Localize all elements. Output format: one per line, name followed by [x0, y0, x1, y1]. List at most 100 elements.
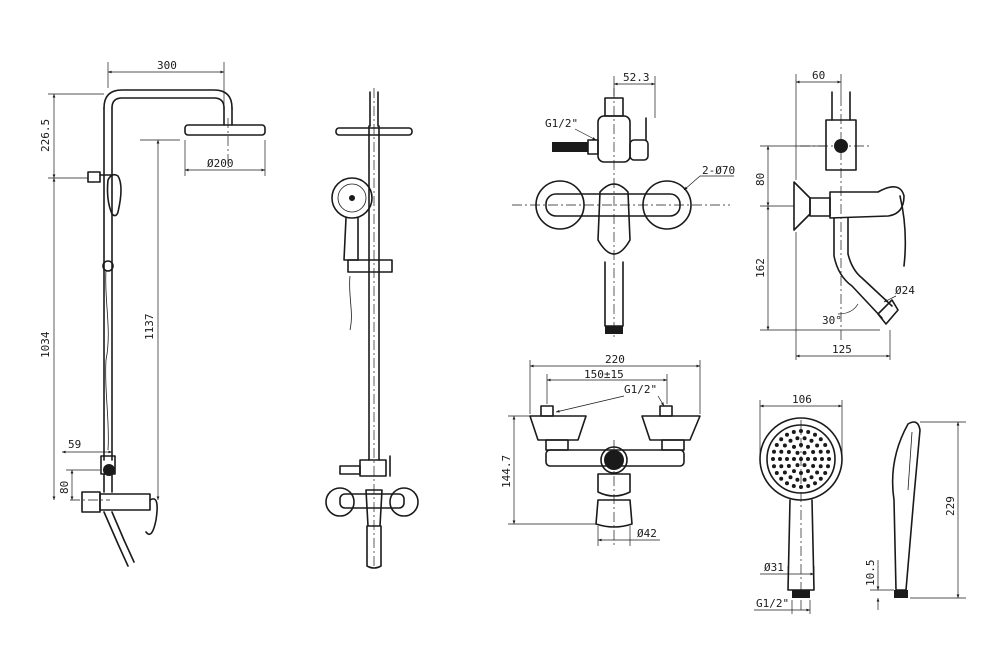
- nozzle-dot: [785, 432, 789, 437]
- nozzle-dot: [827, 457, 831, 461]
- dim-162: 162: [754, 258, 767, 278]
- label-thread-hand-shower: G1/2": [756, 597, 789, 610]
- nozzle-dot: [818, 437, 823, 442]
- dim-59: 59: [68, 438, 81, 451]
- nozzle-dot: [795, 463, 800, 468]
- nozzle-dot: [802, 463, 807, 468]
- nozzle-dot: [806, 469, 810, 474]
- nozzle-dot: [818, 476, 823, 481]
- nozzle-dot: [799, 457, 803, 461]
- nozzle-dot: [815, 443, 820, 448]
- nozzle-dot: [826, 464, 830, 469]
- nozzle-dot: [788, 438, 793, 443]
- dim-1137: 1137: [143, 314, 156, 341]
- nozzle-dot: [809, 475, 814, 480]
- nozzle-dot: [779, 437, 784, 442]
- nozzle-dot: [791, 430, 796, 434]
- nozzle-dot: [815, 470, 820, 475]
- nozzle-dot: [818, 449, 823, 454]
- dim-60: 60: [812, 69, 825, 82]
- nozzle-dot: [788, 475, 793, 480]
- mixer-side-dimensions: 60 80 162 Ø24 30° 125: [754, 69, 915, 360]
- nozzle-dot: [802, 436, 807, 441]
- mixer-side-view: [793, 91, 907, 340]
- dim-125: 125: [832, 343, 852, 356]
- nozzle-dot: [772, 449, 776, 454]
- nozzle-dot: [792, 457, 796, 461]
- dim-106: 106: [792, 393, 812, 406]
- nozzle-dot: [799, 443, 803, 447]
- nozzle-dot: [795, 477, 800, 482]
- nozzle-dot: [774, 443, 779, 447]
- nozzle-dot: [772, 464, 776, 469]
- dim-229: 229: [944, 496, 957, 516]
- dim-spout-dia: Ø24: [895, 284, 915, 297]
- nozzle-dot: [782, 470, 787, 475]
- nozzle-dot: [802, 450, 807, 455]
- nozzle-dot: [771, 457, 775, 461]
- mixer-top-view: [529, 405, 701, 548]
- front-view-shower-column: [325, 88, 419, 569]
- dim-42: Ø42: [637, 527, 657, 540]
- nozzle-dot: [799, 429, 803, 433]
- dim-300: 300: [157, 59, 177, 72]
- nozzle-dot: [813, 432, 817, 437]
- hand-shower-front-dimensions: 106 Ø31 G1/2": [754, 393, 843, 614]
- nozzle-dot: [823, 471, 828, 475]
- mixer-front-view: [512, 88, 730, 340]
- label-inlet-thread-top: G1/2": [545, 117, 578, 130]
- nozzle-dot: [811, 450, 816, 454]
- mixer-top-dimensions: 220 150±15 G1/2" 144.7 Ø42: [500, 353, 701, 546]
- dim-1034: 1034: [39, 331, 52, 358]
- side-view-dimensions: 300 226.5 Ø200 1137 1034 59 80: [39, 59, 266, 500]
- dim-30-deg: 30°: [822, 314, 842, 327]
- dim-31: Ø31: [764, 561, 784, 574]
- nozzle-dot: [799, 471, 803, 475]
- nozzle-dot: [795, 450, 800, 455]
- dim-226-5: 226.5: [39, 119, 52, 152]
- nozzle-dot: [795, 436, 800, 441]
- nozzle-dot: [806, 457, 810, 461]
- nozzle-dot: [806, 444, 810, 449]
- dim-80-left: 80: [58, 481, 71, 494]
- nozzle-dot: [786, 464, 791, 468]
- nozzle-dot: [782, 443, 787, 448]
- dim-10-5: 10.5: [864, 560, 877, 587]
- nozzle-dot: [774, 471, 779, 475]
- hand-shower-side-dimensions: 229 10.5: [864, 421, 966, 610]
- nozzle-dot: [802, 477, 807, 482]
- nozzle-dot: [820, 457, 824, 461]
- hand-shower-side-view: [891, 421, 921, 598]
- nozzle-dot: [785, 457, 789, 461]
- label-inlet-thread-bottom: G1/2": [624, 383, 657, 396]
- nozzle-dot: [791, 484, 796, 488]
- nozzle-dot: [779, 449, 784, 454]
- nozzle-dot: [818, 464, 823, 469]
- nozzle-dot: [779, 464, 784, 469]
- hand-shower-front-view: [759, 417, 843, 610]
- nozzle-dot: [779, 476, 784, 481]
- nozzle-dot: [806, 430, 811, 434]
- nozzle-dot: [792, 469, 796, 474]
- dim-52-3: 52.3: [623, 71, 650, 84]
- nozzle-dot: [823, 443, 828, 447]
- nozzle-dot: [799, 485, 803, 489]
- nozzle-dot: [778, 457, 782, 461]
- dim-150-15: 150±15: [584, 368, 624, 381]
- nozzle-dot: [786, 450, 791, 454]
- nozzle-dot: [792, 444, 796, 449]
- nozzle-dot: [809, 438, 814, 443]
- dim-80-right: 80: [754, 173, 767, 186]
- side-view-shower-column: [70, 89, 266, 567]
- dim-head-dia: Ø200: [207, 157, 234, 170]
- nozzle-dot: [813, 481, 817, 486]
- nozzle-dot: [806, 484, 811, 488]
- nozzle-dot: [811, 464, 816, 468]
- nozzle-dot: [813, 457, 817, 461]
- nozzle-dot: [785, 481, 789, 486]
- dim-220: 220: [605, 353, 625, 366]
- nozzle-dot: [826, 449, 830, 454]
- dim-144-7: 144.7: [500, 455, 513, 488]
